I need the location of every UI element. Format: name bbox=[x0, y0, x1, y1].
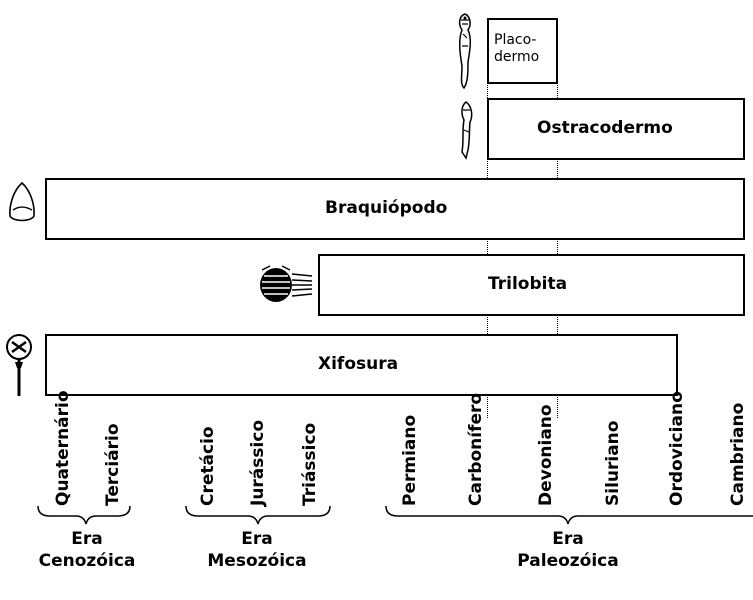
period-label-devonian: Devoniano bbox=[536, 404, 556, 506]
trilobite-icon bbox=[256, 264, 314, 310]
period-label-tertiary: Terciário bbox=[103, 423, 123, 506]
placoderm-label: Placo- dermo bbox=[494, 32, 539, 66]
period-label-cretaceous: Cretácio bbox=[198, 426, 218, 506]
era-braces bbox=[0, 500, 753, 530]
xiphosura-icon bbox=[4, 332, 34, 402]
era-label-paleozoic: Era Paleozóica bbox=[500, 528, 636, 572]
period-label-cambrian: Cambriano bbox=[728, 403, 748, 506]
xiphosura-label: Xifosura bbox=[318, 354, 398, 374]
mesozoic-brace bbox=[186, 506, 330, 524]
period-label-triassic: Triássico bbox=[300, 423, 320, 506]
era-cenozoic-text: Era Cenozóica bbox=[39, 529, 136, 571]
period-label-quaternary: Quaternário bbox=[53, 390, 73, 506]
trilobite-label: Trilobita bbox=[488, 274, 567, 294]
period-label-ordovician: Ordoviciano bbox=[667, 391, 687, 506]
era-paleozoic-text: Era Paleozóica bbox=[517, 529, 618, 571]
cenozoic-brace bbox=[38, 506, 130, 524]
era-label-mesozoic: Era Mesozóica bbox=[192, 528, 322, 572]
era-label-cenozoic: Era Cenozóica bbox=[24, 528, 150, 572]
period-label-silurian: Siluriano bbox=[603, 421, 623, 506]
placoderm-icon bbox=[450, 10, 480, 94]
period-label-carboniferous: Carbonífero bbox=[466, 393, 486, 506]
ostracoderm-label: Ostracodermo bbox=[537, 118, 673, 138]
period-label-jurassic: Jurássico bbox=[248, 420, 268, 506]
era-mesozoic-text: Era Mesozóica bbox=[207, 529, 306, 571]
brachiopod-icon bbox=[5, 180, 39, 230]
ostracoderm-icon bbox=[454, 100, 478, 164]
paleozoic-brace bbox=[386, 506, 753, 524]
period-label-permian: Permiano bbox=[400, 415, 420, 506]
brachiopod-label: Braquiópodo bbox=[325, 198, 447, 218]
